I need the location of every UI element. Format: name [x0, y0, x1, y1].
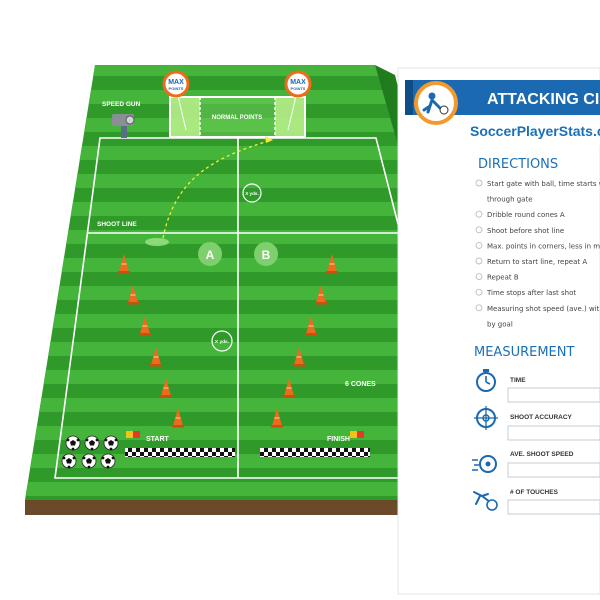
normal-points-label: NORMAL POINTS: [212, 115, 262, 121]
svg-text:TIME: TIME: [510, 377, 526, 384]
direction-item: Max. points in corners, less in mid: [487, 242, 600, 250]
lane-a-badge: A: [198, 242, 222, 266]
svg-text:SHOOT ACCURACY: SHOOT ACCURACY: [510, 414, 573, 421]
soccer-ball-icon: [84, 435, 100, 451]
direction-item: Measuring shot speed (ave.) with: [487, 305, 600, 313]
direction-item: Shoot before shot line: [487, 227, 564, 235]
cones-count-label: 6 CONES: [345, 381, 376, 388]
speed-gun-icon: [112, 114, 135, 138]
svg-text:POINTS: POINTS: [169, 86, 184, 91]
directions-heading: DIRECTIONS: [478, 157, 558, 172]
start-flag-icon: [126, 431, 140, 438]
svg-text:B: B: [262, 248, 271, 262]
soccer-ball-icon: [100, 453, 116, 469]
cone-icon: [150, 347, 162, 367]
finish-gate-line: [260, 448, 370, 457]
cone-icon: [127, 285, 139, 305]
soccer-ball-icon: [103, 435, 119, 451]
distance-marker-lower: X yds.: [211, 330, 233, 352]
soccer-ball-icon: [61, 453, 77, 469]
cone-icon: [293, 347, 305, 367]
logo: [414, 81, 458, 125]
soccer-ball-icon: [65, 435, 81, 451]
ball-bullet-icon: [475, 257, 483, 265]
cones: [118, 254, 338, 428]
max-points-badge-right: MAX POINTS: [284, 70, 312, 131]
cone-icon: [172, 408, 184, 428]
field-soil-base: [25, 500, 500, 515]
ball-bullet-icon: [475, 304, 483, 312]
cone-icon: [271, 408, 283, 428]
svg-text:A: A: [206, 248, 215, 262]
start-label: START: [146, 436, 170, 443]
direction-item: through gate: [487, 196, 533, 204]
max-points-badge-left: MAX POINTS: [162, 70, 190, 131]
crosshair-icon: [474, 406, 498, 430]
direction-item: by goal: [487, 320, 513, 328]
cone-icon: [315, 285, 327, 305]
cone-icon: [118, 254, 130, 274]
shoot-line-label: SHOOT LINE: [97, 221, 137, 228]
start-gate-line: [125, 448, 235, 457]
ball-bullet-icon: [475, 226, 483, 234]
svg-text:MAX: MAX: [168, 79, 184, 86]
distance-marker-upper: X yds.: [242, 183, 262, 203]
measurement-speed: AVE. SHOOT SPEED: [472, 451, 600, 478]
measurement-touches: # OF TOUCHES: [473, 489, 600, 515]
stopwatch-icon: [476, 369, 496, 392]
ball-bullet-icon: [475, 273, 483, 281]
soccer-balls: [61, 435, 119, 469]
ball-speed-icon: [472, 455, 497, 473]
shot-trajectory: [162, 139, 273, 239]
svg-text:X yds.: X yds.: [215, 339, 229, 345]
direction-item: Dribble round cones A: [487, 211, 565, 219]
accuracy-input[interactable]: [507, 425, 600, 441]
ball-bullet-icon: [475, 241, 483, 249]
goal: [169, 96, 306, 138]
cone-icon: [160, 378, 172, 398]
brand-name: SoccerPlayerStats.c: [470, 123, 600, 139]
directions-list: Start gate with ball, time starts w throu…: [475, 179, 600, 328]
shot-spot: [145, 238, 169, 246]
svg-text:# OF TOUCHES: # OF TOUCHES: [510, 489, 559, 496]
soccer-ball-icon: [81, 453, 97, 469]
svg-text:X yds.: X yds.: [245, 191, 259, 196]
svg-text:POINTS: POINTS: [291, 86, 306, 91]
time-input[interactable]: [507, 387, 600, 403]
direction-item: Return to start line, repeat A: [487, 258, 587, 266]
speed-input[interactable]: [507, 462, 600, 478]
finish-label: FINISH: [327, 436, 350, 443]
lane-b-badge: B: [254, 242, 278, 266]
cone-icon: [305, 316, 317, 336]
trajectory-arrowhead: [265, 136, 273, 143]
cone-icon: [326, 254, 338, 274]
touches-input[interactable]: [507, 499, 600, 515]
direction-item: Time stops after last shot: [486, 289, 576, 297]
ball-bullet-icon: [475, 288, 483, 296]
info-panel: ATTACKING CIR SoccerPlayerStats.c DIRECT…: [397, 67, 600, 595]
measurement-accuracy: SHOOT ACCURACY: [474, 406, 600, 441]
cone-icon: [283, 378, 295, 398]
direction-item: Repeat B: [487, 274, 519, 282]
finish-flag-icon: [350, 431, 364, 438]
direction-item: Start gate with ball, time starts w: [487, 180, 600, 188]
drill-title: ATTACKING CIR: [487, 91, 600, 108]
ball-bullet-icon: [475, 179, 483, 187]
dribble-icon: [473, 491, 498, 511]
measurement-heading: MEASUREMENT: [474, 345, 574, 360]
cone-icon: [139, 316, 151, 336]
speed-gun-label: SPEED GUN: [102, 101, 141, 108]
measurement-time: TIME: [476, 369, 600, 403]
ball-bullet-icon: [475, 210, 483, 218]
svg-text:MAX: MAX: [290, 79, 306, 86]
svg-text:AVE. SHOOT SPEED: AVE. SHOOT SPEED: [510, 451, 574, 458]
